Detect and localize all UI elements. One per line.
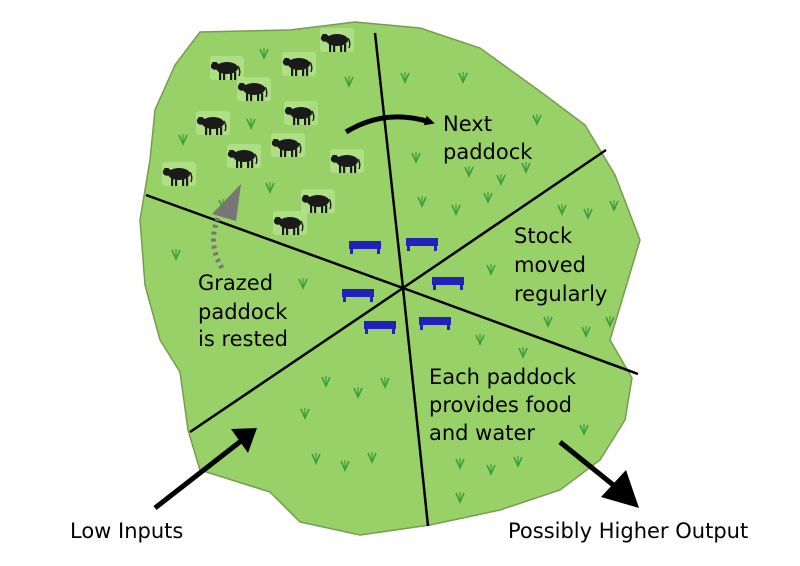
label-next-paddock: Next paddock — [443, 112, 533, 164]
divider-northeast — [402, 148, 607, 290]
divider-southwest — [189, 286, 404, 434]
divider-southeast — [402, 286, 639, 376]
low-inputs-arrow — [153, 439, 243, 510]
cow-icon — [329, 148, 365, 174]
pasture-field — [139, 21, 641, 536]
cow-icon — [161, 161, 197, 187]
divider-north — [373, 32, 405, 289]
next-paddock-arrow — [344, 114, 435, 135]
higher-output-arrow — [558, 440, 619, 490]
rest-dotted-arrow — [211, 208, 225, 270]
label-grazed-rested: Grazed paddock is rested — [198, 271, 294, 351]
higher-output-arrow-head — [601, 470, 639, 508]
label-stock-moved: Stock moved regularly — [514, 224, 607, 306]
label-each-paddock: Each paddock provides food and water — [429, 365, 583, 445]
paddock-dividers — [145, 32, 639, 527]
rest-dotted-arrow-head — [212, 184, 241, 221]
cow-icon — [272, 210, 308, 236]
label-higher-output: Possibly Higher Output — [508, 519, 748, 543]
cow-icon — [283, 100, 319, 126]
cow-icon — [195, 110, 231, 136]
cow-icon — [281, 51, 317, 77]
cow-icon — [270, 132, 306, 158]
cow-icon — [209, 55, 245, 81]
divider-south — [401, 287, 430, 527]
label-low-inputs: Low Inputs — [70, 519, 183, 543]
cow-icon — [226, 143, 262, 169]
cow-icon — [300, 188, 336, 214]
cow-icon — [236, 76, 272, 102]
divider-west — [145, 193, 404, 290]
low-inputs-arrow-head — [231, 428, 257, 453]
cow-icon — [319, 27, 355, 53]
